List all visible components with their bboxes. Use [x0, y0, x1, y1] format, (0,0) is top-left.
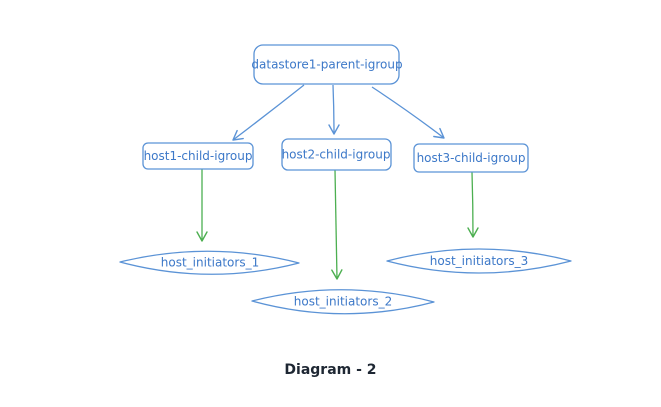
- host1-child-igroup-label: host1-child-igroup: [144, 149, 253, 163]
- host-initiators-2-node: host_initiators_2: [251, 289, 435, 315]
- edge-parent-to-host3: [371, 86, 445, 139]
- parent-to-child-edges: [232, 84, 445, 141]
- host-initiators-3-label: host_initiators_3: [430, 254, 528, 268]
- host-initiators-1-label: host_initiators_1: [161, 256, 259, 270]
- host2-child-igroup-node: host2-child-igroup: [281, 138, 392, 171]
- parent-igroup-label: datastore1-parent-igroup: [251, 58, 402, 72]
- host3-child-igroup-node: host3-child-igroup: [413, 143, 529, 173]
- host-initiators-3-node: host_initiators_3: [386, 248, 572, 274]
- edge-host3-to-initiators3: [467, 171, 479, 238]
- host1-child-igroup-node: host1-child-igroup: [142, 142, 254, 170]
- host-initiators-2-label: host_initiators_2: [294, 295, 392, 309]
- edge-host2-to-initiators2: [331, 169, 343, 280]
- diagram-caption: Diagram - 2: [284, 362, 377, 378]
- host-initiators-1-node: host_initiators_1: [119, 250, 300, 275]
- host3-child-igroup-label: host3-child-igroup: [417, 151, 526, 165]
- parent-igroup-node: datastore1-parent-igroup: [251, 44, 403, 85]
- host2-child-igroup-label: host2-child-igroup: [282, 148, 391, 162]
- edge-parent-to-host1: [232, 84, 305, 141]
- edge-parent-to-host2: [328, 84, 340, 135]
- child-to-initiator-edges: [196, 167, 479, 280]
